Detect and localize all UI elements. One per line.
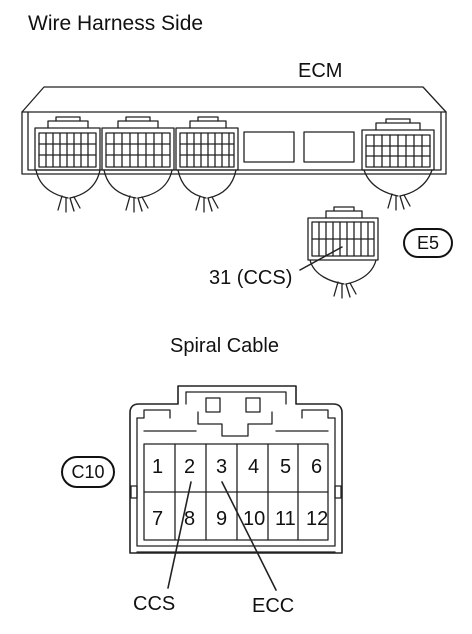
ecm-empty-socket: [243, 131, 295, 163]
pin-number: 4: [248, 456, 260, 478]
ecm-connector-block: [34, 116, 101, 171]
pin-number: 3: [216, 456, 228, 478]
pin-number: 8: [184, 508, 196, 530]
ecm-wire-bundle: [363, 169, 433, 211]
e5-connector-badge: E5: [403, 228, 453, 258]
ccs-callout-leader: [167, 481, 192, 589]
c10-connector: [129, 385, 343, 554]
ecm-wire-bundle: [103, 169, 173, 213]
ecc-callout-label: ECC: [252, 595, 295, 617]
pin-number: 9: [216, 508, 228, 530]
ccs-callout-label: CCS: [133, 593, 176, 615]
e5-connector: [307, 206, 379, 299]
pin-number: 12: [306, 508, 329, 530]
ecc-callout-leader: [221, 481, 277, 591]
diagram-title: Wire Harness Side: [28, 12, 204, 35]
e5-callout-leader: [299, 246, 343, 271]
pin-number: 6: [311, 456, 323, 478]
pin-number: 5: [280, 456, 292, 478]
c10-connector-badge: C10: [61, 456, 115, 488]
ecm-connector-block: [361, 118, 435, 171]
pin-number: 11: [275, 508, 296, 530]
ecm-connector-block: [175, 116, 239, 171]
ecm-connector-block: [101, 116, 175, 171]
pin-number: 10: [243, 508, 266, 530]
pin-number: 2: [184, 456, 196, 478]
ecm-empty-socket: [303, 131, 355, 163]
spiral-cable-label: Spiral Cable: [170, 335, 279, 357]
pin-number: 7: [152, 508, 164, 530]
ecm-wire-bundle: [35, 169, 101, 213]
ecm-pin-callout: 31 (CCS): [209, 267, 293, 289]
ecm-label: ECM: [298, 60, 343, 82]
ecm-wire-bundle: [177, 169, 237, 213]
pin-number: 1: [152, 456, 164, 478]
